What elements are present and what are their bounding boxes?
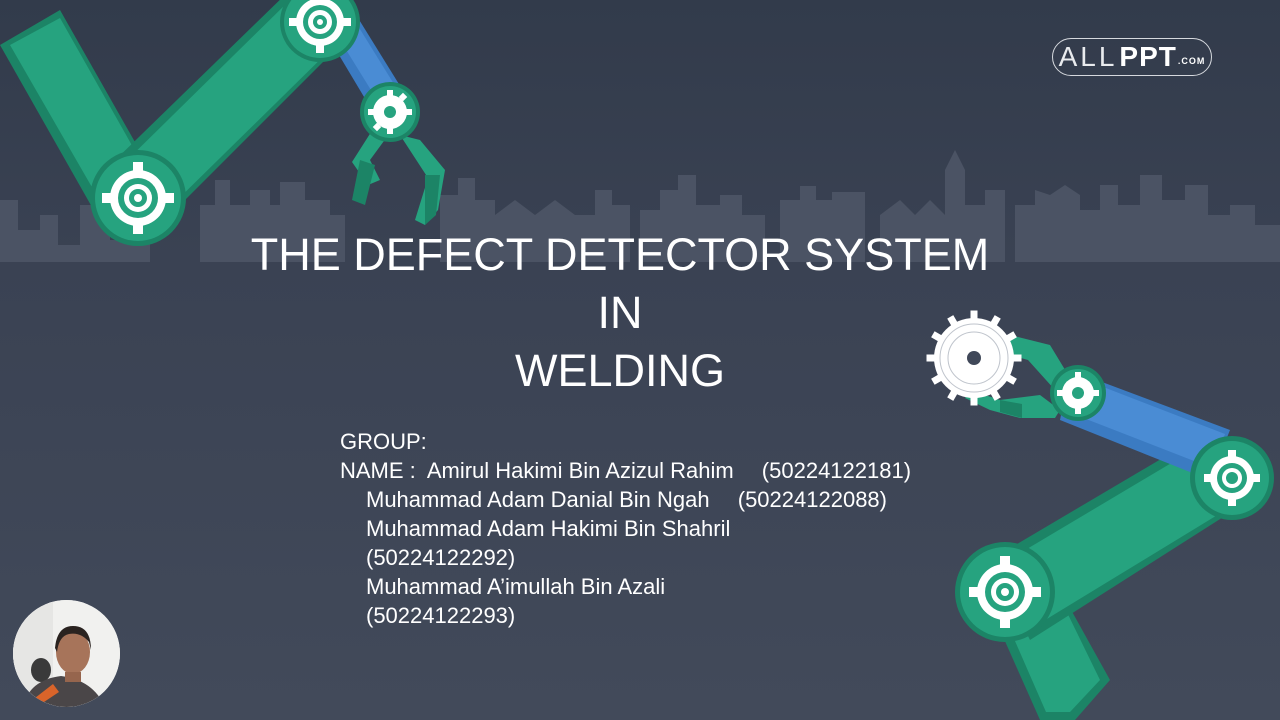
logo-com-text: .COM bbox=[1177, 56, 1206, 66]
group-members-text: GROUP: NAME : Amirul Hakimi Bin Azizul R… bbox=[340, 427, 911, 630]
title-line-1: THE DEFECT DETECTOR SYSTEM bbox=[250, 229, 990, 280]
gear-icon bbox=[926, 310, 1022, 406]
member-line-1: NAME : Amirul Hakimi Bin Azizul Rahim (5… bbox=[340, 456, 911, 485]
name-label: NAME : bbox=[340, 458, 416, 483]
member-name: Muhammad Adam Danial Bin Ngah bbox=[366, 487, 710, 512]
logo-all-text: ALL bbox=[1058, 41, 1118, 72]
gear-icon bbox=[969, 556, 1041, 628]
gear-icon bbox=[102, 162, 174, 234]
member-id: (50224122292) bbox=[366, 545, 516, 570]
gear-icon bbox=[1204, 450, 1260, 506]
member-name: Muhammad A’imullah Bin Azali bbox=[366, 574, 666, 599]
member-line-2: Muhammad Adam Danial Bin Ngah (502241220… bbox=[340, 485, 911, 514]
group-label: GROUP: bbox=[340, 429, 427, 454]
webcam-presenter-overlay bbox=[13, 600, 120, 707]
title-line-3: WELDING bbox=[514, 345, 725, 396]
logo-ppt-text: PPT bbox=[1119, 41, 1177, 72]
gear-icon bbox=[289, 0, 351, 53]
slide-title: THE DEFECT DETECTOR SYSTEM IN WELDING bbox=[160, 226, 1080, 400]
gear-icon bbox=[1057, 372, 1099, 414]
member-name: Muhammad Adam Hakimi Bin Shahril bbox=[366, 516, 731, 541]
member-name: Amirul Hakimi Bin Azizul Rahim bbox=[426, 458, 734, 483]
factory-skyline-illustration bbox=[0, 150, 1280, 262]
member-id: (50224122293) bbox=[366, 603, 516, 628]
member-id: (50224122088) bbox=[737, 487, 887, 512]
presenter-avatar bbox=[13, 600, 120, 707]
title-line-2: IN bbox=[597, 287, 643, 338]
member-id: (50224122181) bbox=[761, 458, 912, 483]
gear-icon bbox=[368, 90, 412, 134]
